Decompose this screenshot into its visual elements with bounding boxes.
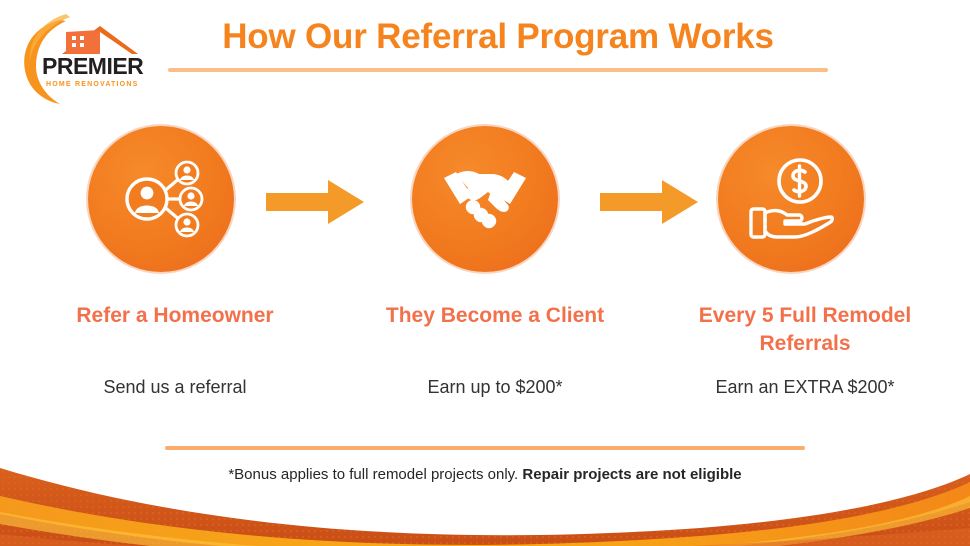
step-2-icon-circle — [412, 126, 558, 272]
handshake-icon — [444, 171, 526, 229]
step-2-caption: They Become a Client Earn up to $200* — [340, 302, 650, 399]
arrow-step-1-to-2 — [266, 178, 366, 231]
footnote: *Bonus applies to full remodel projects … — [0, 466, 970, 483]
arrow-right-icon — [600, 180, 698, 224]
logo-swoosh-icon — [24, 14, 70, 104]
step-1-subtext: Send us a referral — [103, 376, 247, 397]
step-3-caption: Every 5 Full Remodel Referrals Earn an E… — [650, 302, 960, 399]
step-1-caption: Refer a Homeowner Send us a referral — [10, 302, 340, 399]
step-3-heading-line-1: Every 5 Full Remodel — [698, 304, 912, 327]
logo-house-roof-icon — [62, 26, 138, 54]
premier-home-renovations-logo: PREMIER HOME RENOVATIONS — [14, 8, 164, 108]
footnote-bold-text: Repair projects are not eligible — [522, 466, 742, 483]
open-hand-icon — [749, 207, 834, 239]
step-1-heading: Refer a Homeowner — [76, 304, 274, 327]
title-underline-rule — [168, 68, 828, 72]
arrow-right-icon — [266, 180, 364, 224]
bottom-wave-decoration — [0, 456, 970, 546]
step-3-subtext: Earn an EXTRA $200* — [715, 376, 895, 397]
footnote-divider-rule — [165, 446, 805, 450]
dollar-coin-icon — [777, 158, 823, 204]
step-3-icon-circle — [718, 126, 864, 272]
step-1-icon-circle — [88, 126, 234, 272]
step-3-heading-line-2: Referrals — [759, 331, 851, 355]
step-2-subtext: Earn up to $200* — [427, 376, 563, 397]
footnote-regular-text: *Bonus applies to full remodel projects … — [228, 466, 519, 483]
hand-holding-money-icon — [749, 158, 834, 239]
page-title: How Our Referral Program Works — [222, 17, 774, 56]
logo-brand-text: PREMIER — [42, 53, 144, 79]
steps-row — [0, 126, 970, 276]
title-block: How Our Referral Program Works — [168, 16, 828, 72]
logo-tagline-text: HOME RENOVATIONS — [46, 81, 138, 88]
referral-network-icon — [125, 160, 204, 238]
arrow-step-2-to-3 — [600, 178, 700, 231]
step-2-heading: They Become a Client — [385, 304, 605, 327]
